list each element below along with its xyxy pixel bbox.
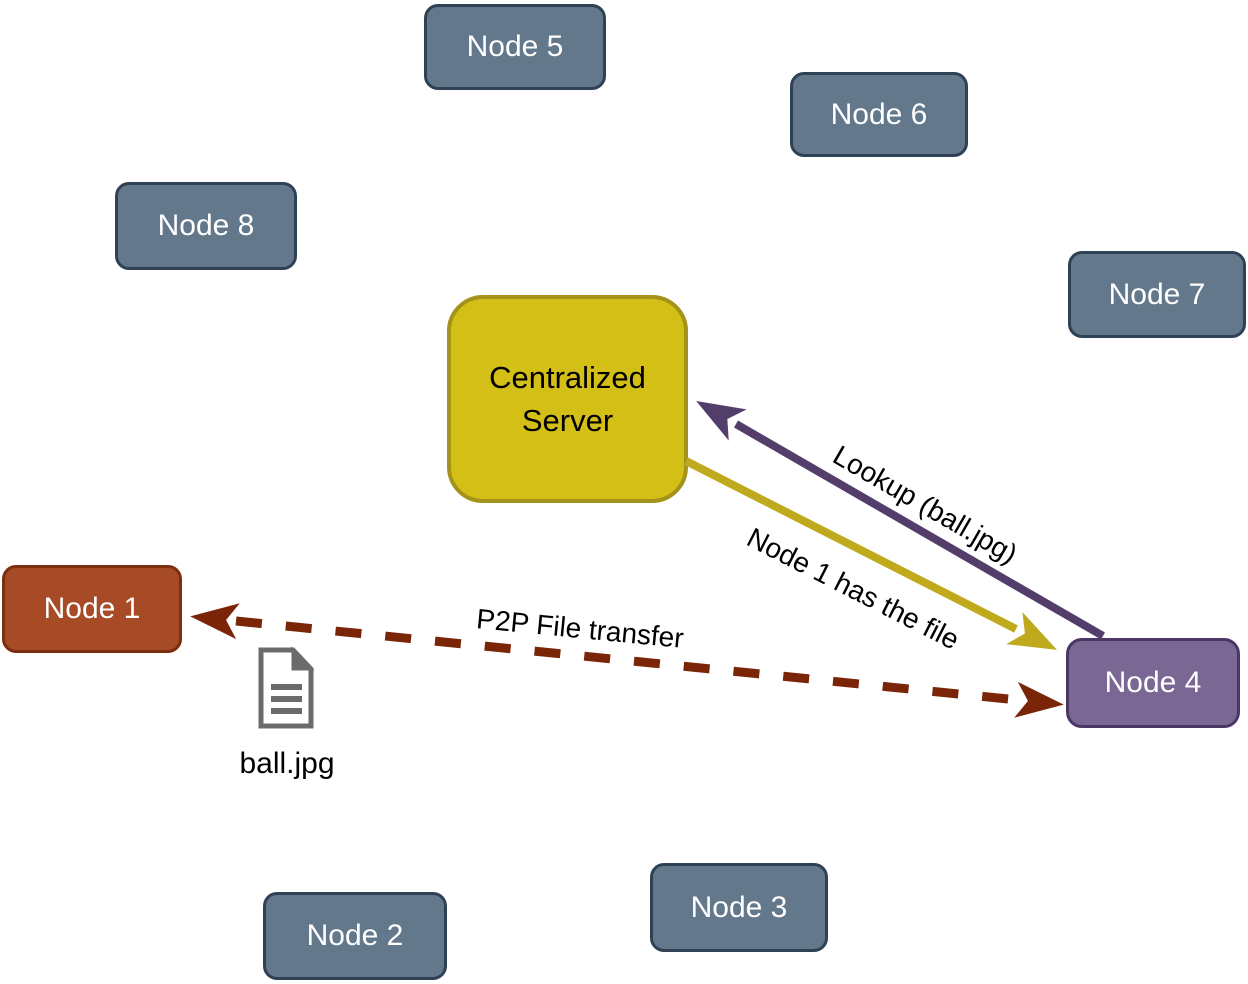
node-2-label: Node 2 xyxy=(306,919,404,953)
node-7: Node 7 xyxy=(1068,251,1246,338)
centralized-server-label: Centralized Server xyxy=(489,359,646,438)
lookup-arrow-label: Lookup (ball.jpg) xyxy=(827,439,1023,570)
node-2: Node 2 xyxy=(263,892,447,980)
node-4: Node 4 xyxy=(1066,638,1240,728)
node-6-label: Node 6 xyxy=(830,97,928,131)
node-5: Node 5 xyxy=(424,4,606,90)
node-5-label: Node 5 xyxy=(466,30,564,64)
node-1: Node 1 xyxy=(2,565,182,653)
lookup-arrow xyxy=(696,400,1106,640)
document-icon xyxy=(258,646,315,729)
file-name-label: ball.jpg xyxy=(239,747,335,780)
response-arrow xyxy=(684,457,1057,650)
node-8: Node 8 xyxy=(115,182,297,270)
centralized-server-node: Centralized Server xyxy=(447,295,688,503)
node-8-label: Node 8 xyxy=(157,209,255,243)
p2p-transfer-arrow xyxy=(190,603,1064,718)
node-7-label: Node 7 xyxy=(1108,277,1206,311)
node-3: Node 3 xyxy=(650,863,828,952)
p2p-transfer-arrow-label: P2P File transfer xyxy=(475,603,686,654)
response-arrow-label: Node 1 has the file xyxy=(742,521,965,656)
node-1-label: Node 1 xyxy=(43,592,141,626)
node-3-label: Node 3 xyxy=(690,890,788,924)
node-4-label: Node 4 xyxy=(1104,666,1202,700)
node-6: Node 6 xyxy=(790,72,968,157)
